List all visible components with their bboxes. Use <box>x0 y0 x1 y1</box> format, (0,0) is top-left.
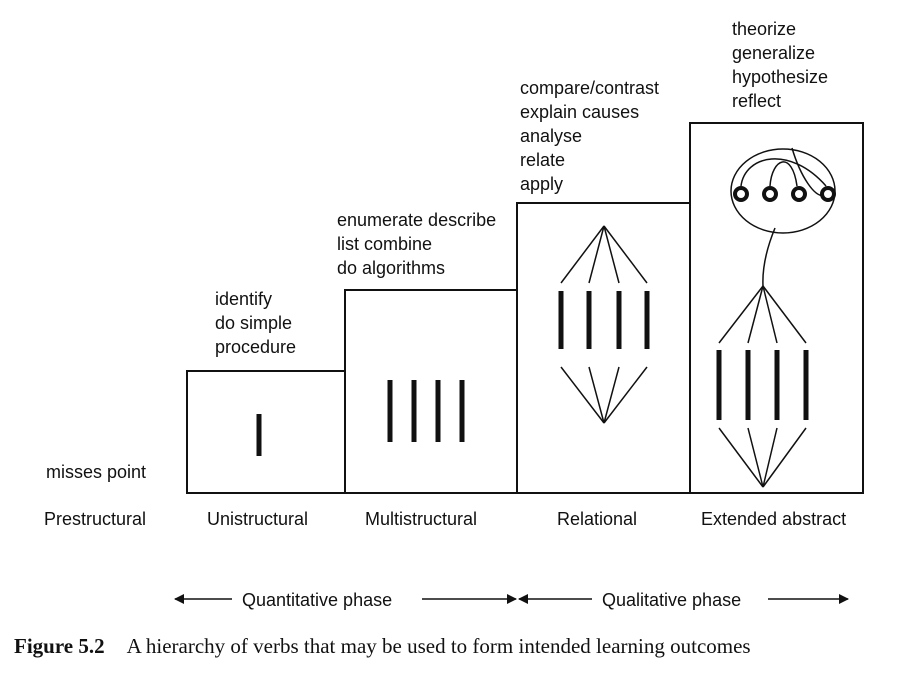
unistructural-box <box>186 370 346 494</box>
unistructural-verb: identify <box>215 289 272 309</box>
level-label-unistructural: Unistructural <box>207 509 308 529</box>
extended-link <box>762 285 778 344</box>
multistructural-verb: list combine <box>337 234 432 254</box>
extended-link <box>762 427 778 488</box>
multistructural-verb: enumerate describe <box>337 210 496 230</box>
abstraction-link <box>769 161 798 187</box>
relational-box <box>516 202 691 494</box>
extended-abstract-verb: reflect <box>732 91 781 111</box>
relational-link <box>588 225 605 284</box>
abstraction-node <box>733 186 749 202</box>
level-label-extended-abstract: Extended abstract <box>701 509 846 529</box>
solo-taxonomy-diagram: misses point identify do simple procedur… <box>44 19 864 610</box>
extended-link <box>762 285 807 344</box>
extended-link <box>718 285 764 344</box>
abstraction-node <box>791 186 807 202</box>
relational-link <box>603 366 620 424</box>
prestructural-verb: misses point <box>46 462 146 482</box>
multistructural-box <box>344 289 518 494</box>
relational-verb: explain causes <box>520 102 639 122</box>
figure-caption-text: A hierarchy of verbs that may be used to… <box>126 634 751 658</box>
multistructural-verb: do algorithms <box>337 258 445 278</box>
figure-number: Figure 5.2 <box>14 634 105 658</box>
relational-link <box>603 225 620 284</box>
relational-verb: analyse <box>520 126 582 146</box>
extended-abstract-glyph <box>716 147 836 488</box>
multistructural-bars <box>387 380 465 442</box>
level-label-multistructural: Multistructural <box>365 509 477 529</box>
extended-link <box>747 285 764 344</box>
abstraction-link <box>740 158 827 187</box>
extended-abstract-verb: generalize <box>732 43 815 63</box>
abstraction-link <box>762 227 776 287</box>
extended-abstract-verb: theorize <box>732 19 796 39</box>
unistructural-verb: do simple <box>215 313 292 333</box>
abstraction-node <box>820 186 836 202</box>
relational-link <box>560 225 605 284</box>
relational-link <box>603 366 648 424</box>
extended-link <box>718 427 764 488</box>
qualitative-phase-label: Qualitative phase <box>602 590 741 610</box>
relational-verb: compare/contrast <box>520 78 659 98</box>
relational-verb: relate <box>520 150 565 170</box>
relational-verb: apply <box>520 174 563 194</box>
relational-link <box>560 366 605 424</box>
level-label-relational: Relational <box>557 509 637 529</box>
extended-link <box>747 427 764 488</box>
relational-link <box>588 366 605 424</box>
extended-abstract-verb: hypothesize <box>732 67 828 87</box>
level-label-prestructural: Prestructural <box>44 509 146 529</box>
figure-caption: Figure 5.2 A hierarchy of verbs that may … <box>14 632 874 660</box>
abstraction-node <box>762 186 778 202</box>
relational-glyph <box>558 225 650 424</box>
unistructural-verb: procedure <box>215 337 296 357</box>
extended-link <box>762 427 807 488</box>
extended-abstract-box <box>689 122 864 494</box>
relational-link <box>603 225 648 284</box>
quantitative-phase-label: Quantitative phase <box>242 590 392 610</box>
